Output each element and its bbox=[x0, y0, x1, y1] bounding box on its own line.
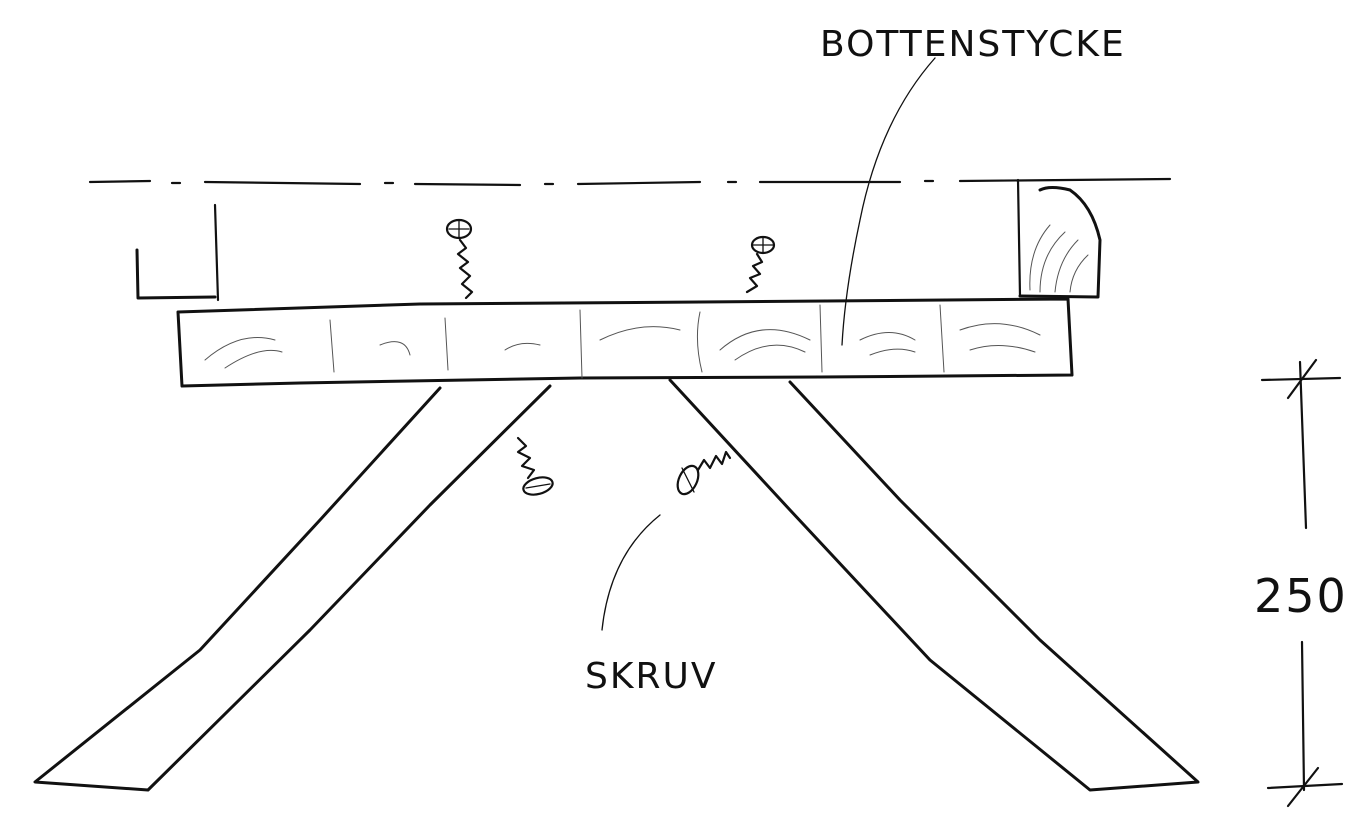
screw-leg-right bbox=[676, 450, 732, 496]
screw-top-right bbox=[745, 235, 776, 294]
label-screw: SKRUV bbox=[585, 656, 717, 697]
screw-leg-left bbox=[516, 436, 554, 496]
label-bottom-piece: BOTTENSTYCKE bbox=[820, 24, 1126, 65]
dimension-value: 250 bbox=[1254, 569, 1348, 623]
seat-frame bbox=[135, 178, 1102, 302]
right-leg bbox=[668, 378, 1200, 792]
left-leg bbox=[33, 384, 552, 792]
leader-bottom-piece bbox=[841, 57, 936, 346]
dimension-line bbox=[1260, 358, 1344, 808]
screw-top-left bbox=[445, 218, 474, 300]
leader-screw bbox=[601, 514, 661, 631]
bottom-piece-beam bbox=[176, 297, 1074, 388]
reference-centerline bbox=[88, 177, 1172, 187]
